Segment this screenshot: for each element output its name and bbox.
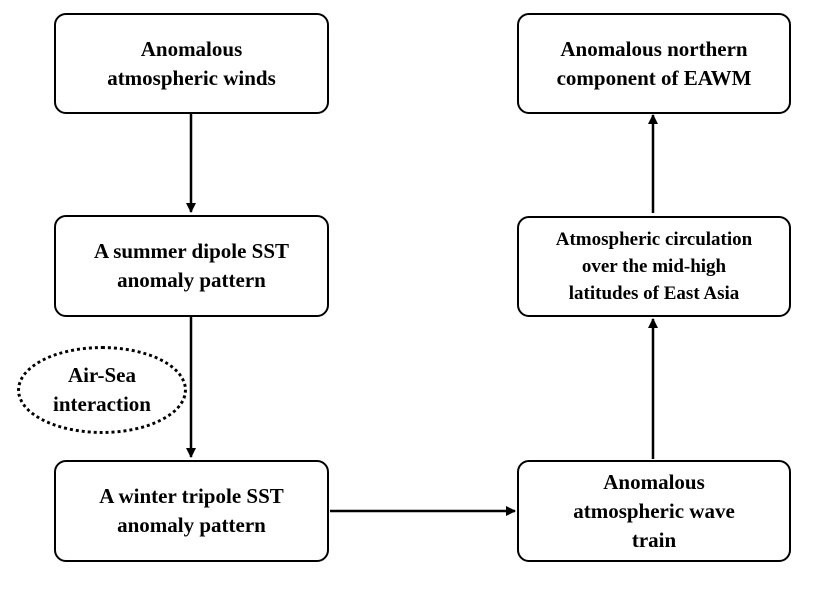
node-label: Anomalous northern component of EAWM (556, 36, 752, 90)
node-label: A summer dipole SST anomaly pattern (93, 239, 290, 292)
node-label: Anomalous atmospheric wave train (573, 469, 735, 552)
node-eawm-northern-component: Anomalous northern component of EAWM (517, 13, 791, 114)
node-label: A winter tripole SST anomaly pattern (99, 484, 284, 537)
node-winter-tripole-sst: A winter tripole SST anomaly pattern (54, 460, 329, 562)
node-atmospheric-circulation: Atmospheric circulation over the mid-hig… (517, 216, 791, 317)
node-summer-dipole-sst: A summer dipole SST anomaly pattern (54, 215, 329, 317)
node-air-sea-interaction: Air-Sea interaction (17, 346, 187, 434)
node-label: Air-Sea interaction (53, 363, 151, 416)
node-anomalous-wave-train: Anomalous atmospheric wave train (517, 460, 791, 562)
node-label: Anomalous atmospheric winds (107, 36, 276, 90)
node-label: Atmospheric circulation over the mid-hig… (555, 229, 753, 304)
node-anomalous-atmospheric-winds: Anomalous atmospheric winds (54, 13, 329, 114)
